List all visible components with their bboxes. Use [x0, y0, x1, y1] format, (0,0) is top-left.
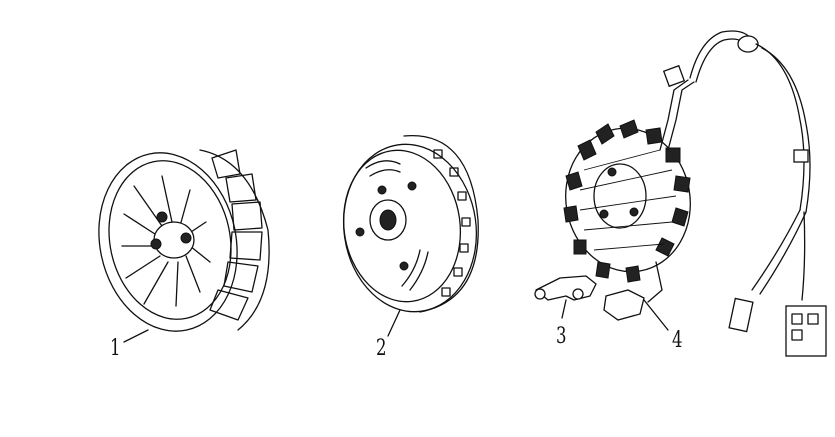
- pickup-bracket-part: [534, 275, 597, 319]
- callout-label-1: 1: [110, 336, 121, 361]
- stator-part: [563, 30, 827, 357]
- callout-label-2: 2: [376, 336, 387, 361]
- flywheel-part: [342, 135, 479, 337]
- cooling-fan-part: [98, 149, 270, 343]
- callout-label-4: 4: [672, 328, 683, 353]
- callout-label-3: 3: [556, 324, 567, 349]
